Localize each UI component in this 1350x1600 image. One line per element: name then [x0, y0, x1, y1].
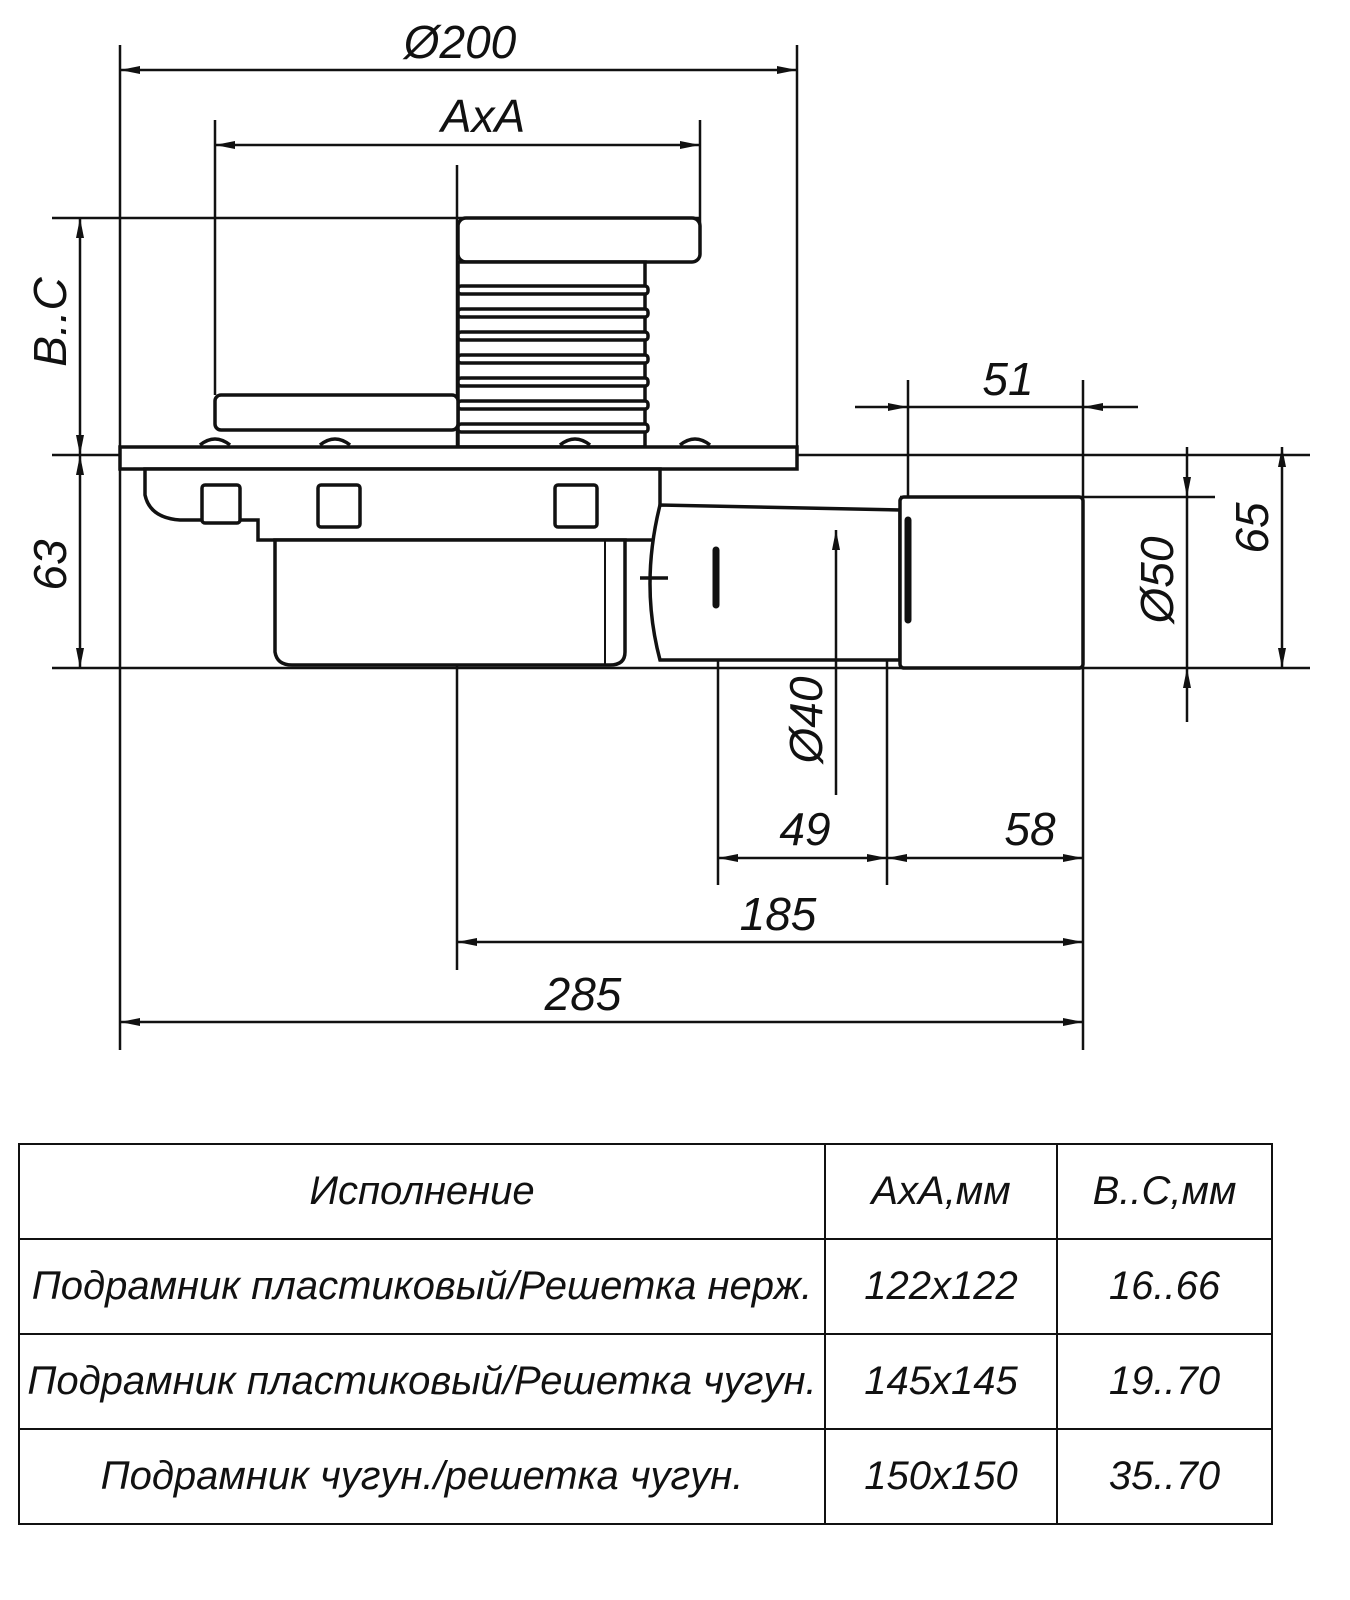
riser-rib [456, 284, 650, 296]
cell-axa: 145x145 [824, 1333, 1058, 1430]
riser-rib [456, 307, 650, 319]
dim-185: 185 [740, 888, 817, 940]
riser-rib [456, 353, 650, 365]
cell-axa: 150x150 [824, 1428, 1058, 1525]
header-bc: B..C,мм [1056, 1143, 1273, 1240]
riser-rib [456, 330, 650, 342]
dim-58: 58 [1004, 803, 1056, 855]
cell-variant: Подрамник чугун./решетка чугун. [18, 1428, 826, 1525]
dim-height-range: B..C [24, 276, 76, 366]
cell-axa: 122x122 [824, 1238, 1058, 1335]
table-row: Подрамник чугун./решетка чугун. 150x150 … [18, 1428, 1273, 1525]
cell-variant: Подрамник пластиковый/Решетка чугун. [18, 1333, 826, 1430]
dim-socket-length: 51 [982, 353, 1033, 405]
dim-285: 285 [544, 968, 622, 1020]
cell-bc: 35..70 [1056, 1428, 1273, 1525]
table-header-row: Исполнение AxA,мм B..C,мм [18, 1143, 1273, 1240]
dim-outlet-height: 65 [1226, 502, 1278, 554]
table-row: Подрамник пластиковый/Решетка чугун. 145… [18, 1333, 1273, 1430]
riser-rib [456, 399, 650, 411]
drain-body [118, 216, 1085, 670]
table-row: Подрамник пластиковый/Решетка нерж. 122x… [18, 1238, 1273, 1335]
dim-body-height: 63 [24, 539, 76, 591]
dim-grate-size: AxA [438, 90, 525, 142]
dim-outlet-diameter: Ø50 [1131, 536, 1183, 625]
dimension-lines [76, 66, 1286, 1026]
variants-table: Исполнение AxA,мм B..C,мм Подрамник плас… [18, 1143, 1273, 1525]
cell-bc: 19..70 [1056, 1333, 1273, 1430]
dim-outer-diameter: Ø200 [402, 16, 517, 68]
dim-49: 49 [779, 803, 830, 855]
header-variant: Исполнение [18, 1143, 826, 1240]
dim-inner-diameter: Ø40 [780, 676, 832, 765]
riser-rib [456, 376, 650, 388]
riser-rib [456, 422, 650, 434]
header-axa: AxA,мм [824, 1143, 1058, 1240]
cell-variant: Подрамник пластиковый/Решетка нерж. [18, 1238, 826, 1335]
cell-bc: 16..66 [1056, 1238, 1273, 1335]
